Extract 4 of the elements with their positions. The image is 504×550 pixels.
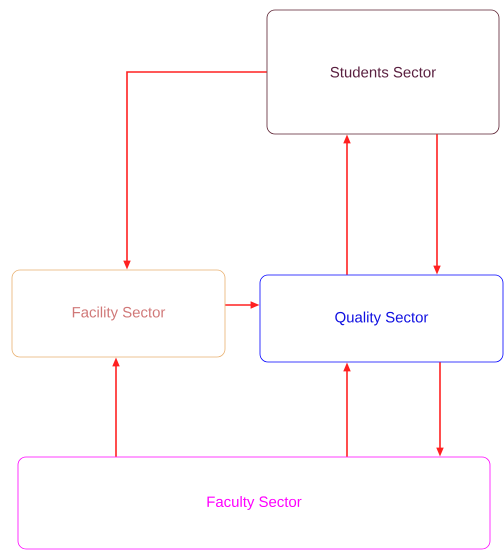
sector-box: Quality Sector <box>260 274 504 362</box>
sector-box: Faculty Sector <box>18 456 490 550</box>
sector-box: Students Sector <box>266 10 500 134</box>
sector-box: Facility Sector <box>12 270 226 358</box>
